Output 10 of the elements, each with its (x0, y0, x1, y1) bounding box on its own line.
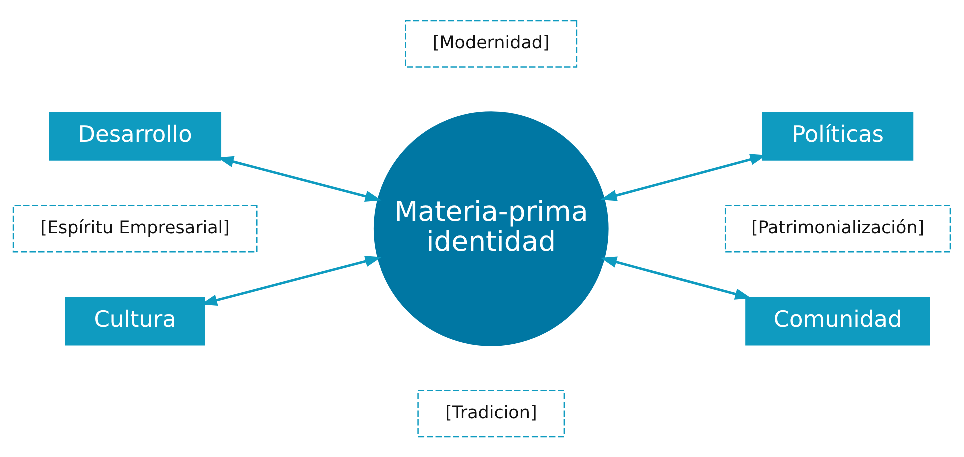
arrow (600, 256, 752, 300)
node-box: Comunidad (746, 296, 930, 346)
node-box: Desarrollo (49, 112, 222, 160)
node-box: [Modernidad] (405, 20, 578, 68)
node-circle: Materia-prima identidad (374, 111, 609, 346)
node-box: Cultura (65, 296, 206, 346)
node-box: [Tradicion] (418, 390, 566, 438)
node-box: [Patrimonialización] (724, 204, 952, 252)
node-box: [Espíritu Empresarial] (12, 204, 258, 252)
node-box: Políticas (762, 112, 914, 160)
